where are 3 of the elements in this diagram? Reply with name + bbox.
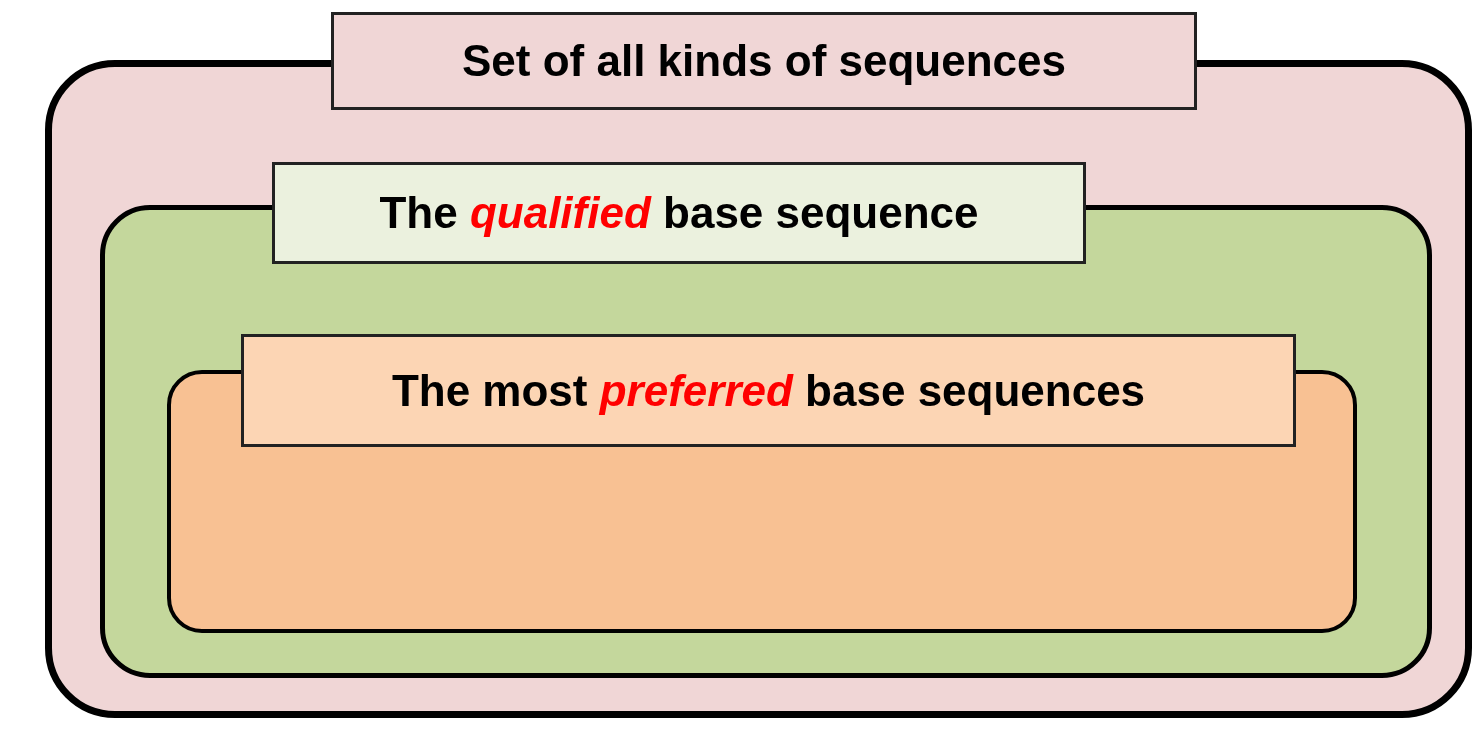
set-heading: Set of all kinds of sequences [331, 12, 1197, 110]
set-heading: The qualified base sequence [272, 162, 1086, 264]
set-heading: The most preferred base sequences [241, 334, 1296, 447]
